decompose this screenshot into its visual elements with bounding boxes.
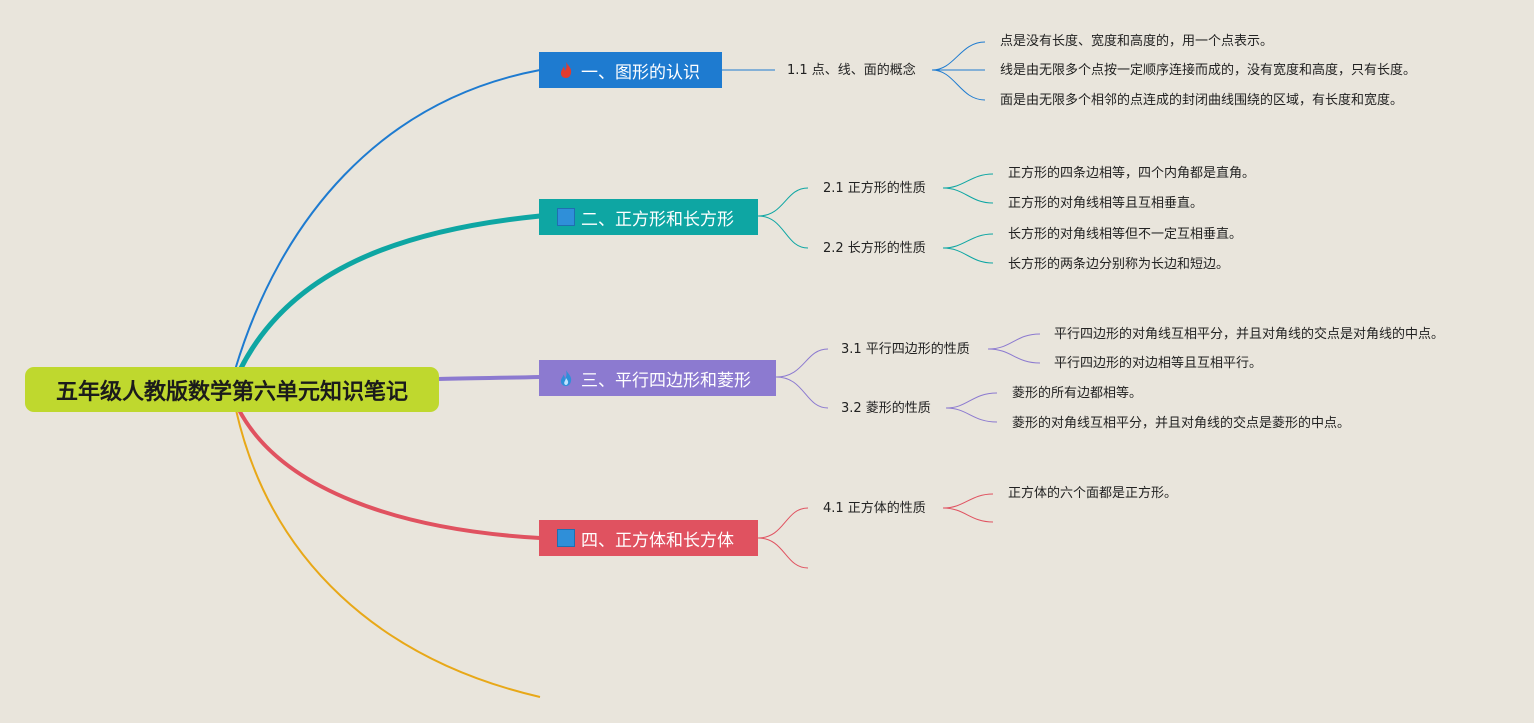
connector-root-branch3 — [437, 375, 541, 381]
connector-b2-sub1 — [757, 187, 809, 217]
connector-root-branch4 — [236, 407, 541, 540]
subtopic-1-1[interactable]: 1.1 点、线、面的概念 — [787, 63, 916, 78]
connector-b1-leaf3 — [931, 69, 986, 101]
connector-b3-s2-leaf1 — [945, 392, 998, 409]
fire-icon — [557, 61, 575, 79]
connector-root-branch1 — [234, 69, 541, 371]
branch-label: 三、平行四边形和菱形 — [581, 370, 751, 391]
connector-b2-s1-leaf1 — [942, 173, 994, 189]
leaf-2-1-2[interactable]: 正方形的对角线相等且互相垂直。 — [1008, 196, 1204, 211]
branch-label: 四、正方体和长方体 — [581, 530, 734, 551]
leaf-3-1-1[interactable]: 平行四边形的对角线互相平分，并且对角线的交点是对角线的中点。 — [1054, 327, 1445, 342]
branch-square-rectangle[interactable]: 二、正方形和长方形 — [539, 199, 758, 235]
leaf-1-1-3[interactable]: 面是由无限多个相邻的点连成的封闭曲线围绕的区域，有长度和宽度。 — [1000, 93, 1404, 108]
leaf-2-1-1[interactable]: 正方形的四条边相等，四个内角都是直角。 — [1008, 166, 1256, 181]
branch-parallelogram-rhombus[interactable]: 三、平行四边形和菱形 — [539, 360, 776, 396]
branch-figure-recognition[interactable]: 一、图形的认识 — [539, 52, 722, 88]
connector-b3-s1-leaf1 — [987, 333, 1041, 350]
subtopic-2-2[interactable]: 2.2 长方形的性质 — [823, 241, 926, 256]
connector-root-branch2 — [237, 213, 541, 372]
subtopic-2-1[interactable]: 2.1 正方形的性质 — [823, 181, 926, 196]
branch-label: 一、图形的认识 — [581, 62, 700, 83]
connector-b4-s1-leaf1 — [942, 493, 994, 509]
connector-b3-sub2 — [775, 376, 829, 409]
connector-b4-sub1 — [757, 507, 809, 539]
subtopic-3-2[interactable]: 3.2 菱形的性质 — [841, 401, 931, 416]
subtopic-3-1[interactable]: 3.1 平行四边形的性质 — [841, 342, 970, 357]
leaf-2-2-1[interactable]: 长方形的对角线相等但不一定互相垂直。 — [1008, 227, 1243, 242]
connector-b4-empty — [757, 537, 809, 569]
connector-b3-s2-leaf2 — [945, 407, 998, 423]
leaf-2-2-2[interactable]: 长方形的两条边分别称为长边和短边。 — [1008, 257, 1230, 272]
connector-b3-s1-leaf2 — [987, 348, 1041, 364]
leaf-1-1-1[interactable]: 点是没有长度、宽度和高度的，用一个点表示。 — [1000, 34, 1274, 49]
branch-label: 二、正方形和长方形 — [581, 209, 734, 230]
leaf-4-1-1[interactable]: 正方体的六个面都是正方形。 — [1008, 486, 1178, 501]
leaf-1-1-2[interactable]: 线是由无限多个点按一定顺序连接而成的，没有宽度和高度，只有长度。 — [1000, 63, 1417, 78]
square-icon — [557, 529, 575, 547]
connector-b3-sub1 — [775, 348, 829, 378]
connector-b2-sub2 — [757, 215, 809, 249]
leaf-3-2-1[interactable]: 菱形的所有边都相等。 — [1012, 386, 1143, 401]
square-icon — [557, 208, 575, 226]
connector-b2-s2-leaf2 — [942, 247, 994, 264]
root-topic[interactable]: 五年级人教版数学第六单元知识笔记 — [25, 367, 439, 412]
connector-b2-s2-leaf1 — [942, 233, 994, 249]
root-title: 五年级人教版数学第六单元知识笔记 — [55, 379, 408, 405]
connector-b2-s1-leaf2 — [942, 187, 994, 204]
subtopic-4-1[interactable]: 4.1 正方体的性质 — [823, 501, 926, 516]
leaf-3-2-2[interactable]: 菱形的对角线互相平分，并且对角线的交点是菱形的中点。 — [1012, 416, 1351, 431]
branch-cube-cuboid[interactable]: 四、正方体和长方体 — [539, 520, 758, 556]
flame-icon — [557, 369, 575, 387]
leaf-3-1-2[interactable]: 平行四边形的对边相等且互相平行。 — [1054, 356, 1263, 371]
connector-b4-s1-empty — [942, 507, 994, 523]
connector-b1-leaf1 — [931, 41, 986, 71]
connector-root-extra — [235, 409, 541, 698]
